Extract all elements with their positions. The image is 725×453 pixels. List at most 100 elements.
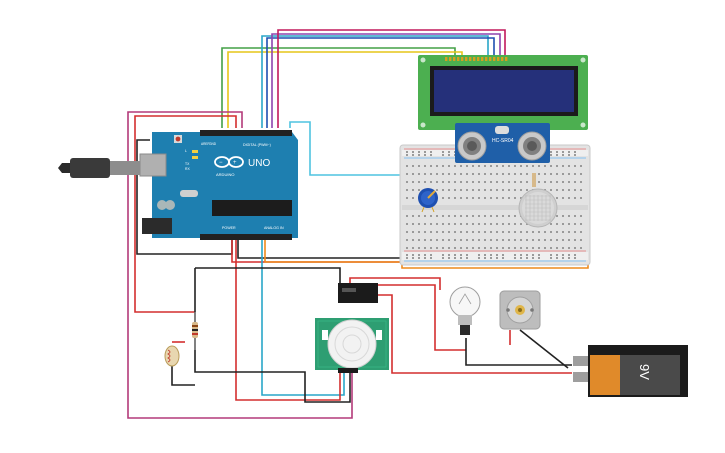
breadboard-hole <box>460 231 462 233</box>
breadboard-rail-hole <box>412 257 414 259</box>
breadboard-hole <box>514 247 516 249</box>
breadboard-rail-hole <box>442 154 444 156</box>
breadboard-hole <box>436 189 438 191</box>
gas-sensor-icon[interactable] <box>518 188 558 228</box>
arduino-rx-label: RX <box>185 167 190 171</box>
arduino-power-header: POWER <box>222 226 236 230</box>
breadboard-hole <box>484 215 486 217</box>
breadboard-hole <box>406 231 408 233</box>
breadboard-hole <box>496 181 498 183</box>
breadboard-hole <box>448 223 450 225</box>
breadboard-hole <box>574 197 576 199</box>
breadboard-hole <box>520 239 522 241</box>
breadboard-hole <box>430 181 432 183</box>
breadboard-hole <box>544 165 546 167</box>
breadboard-rail-hole <box>412 254 414 256</box>
breadboard-hole <box>550 173 552 175</box>
breadboard-hole <box>556 239 558 241</box>
breadboard-hole <box>514 165 516 167</box>
wire-black-motor <box>519 329 569 369</box>
breadboard-hole <box>466 189 468 191</box>
breadboard-hole <box>574 223 576 225</box>
breadboard-rail-hole <box>424 254 426 256</box>
breadboard-hole <box>562 239 564 241</box>
breadboard-hole <box>418 247 420 249</box>
wire-magenta-lcd <box>277 29 506 128</box>
photoresistor-icon[interactable] <box>164 345 180 367</box>
breadboard-hole <box>460 181 462 183</box>
breadboard-hole <box>526 165 528 167</box>
breadboard-hole <box>580 231 582 233</box>
breadboard-rail-hole <box>442 257 444 259</box>
breadboard-rail-hole <box>562 151 564 153</box>
breadboard-hole <box>472 215 474 217</box>
breadboard-hole <box>418 189 420 191</box>
breadboard-hole <box>580 181 582 183</box>
breadboard-hole <box>412 173 414 175</box>
relay-icon[interactable] <box>338 283 378 303</box>
breadboard-hole <box>442 189 444 191</box>
breadboard-hole <box>418 173 420 175</box>
breadboard-rail-hole <box>412 151 414 153</box>
breadboard-rail-hole <box>424 151 426 153</box>
ultrasonic-label: HC-SR04 <box>492 138 514 144</box>
power-jack <box>142 218 172 234</box>
breadboard-rail-hole <box>574 154 576 156</box>
breadboard-rail-hole <box>430 151 432 153</box>
arduino-uno[interactable]: − + UNO ARDUINO DIGITAL (PWM~) POWER ANA… <box>139 130 298 240</box>
breadboard-hole <box>496 223 498 225</box>
breadboard-rail-hole <box>520 254 522 256</box>
breadboard-hole <box>454 173 456 175</box>
breadboard-hole <box>538 231 540 233</box>
breadboard-hole <box>412 239 414 241</box>
light-bulb-icon[interactable] <box>449 286 481 335</box>
breadboard-holes <box>406 151 582 259</box>
breadboard-hole <box>508 247 510 249</box>
breadboard-hole <box>442 181 444 183</box>
breadboard-rail-hole <box>430 154 432 156</box>
pir-sensor[interactable] <box>315 318 389 373</box>
breadboard-hole <box>496 247 498 249</box>
breadboard-hole <box>484 223 486 225</box>
breadboard-hole <box>436 247 438 249</box>
breadboard-rail-hole <box>568 254 570 256</box>
breadboard-hole <box>574 239 576 241</box>
breadboard-hole <box>406 181 408 183</box>
lcd-display[interactable] <box>418 55 588 130</box>
breadboard-hole <box>466 223 468 225</box>
breadboard-hole <box>514 231 516 233</box>
breadboard-hole <box>460 173 462 175</box>
breadboard-hole <box>526 181 528 183</box>
breadboard-hole <box>520 165 522 167</box>
breadboard-hole <box>460 165 462 167</box>
breadboard-hole <box>454 197 456 199</box>
breadboard-hole <box>484 165 486 167</box>
breadboard-rail-hole <box>442 151 444 153</box>
breadboard-hole <box>448 197 450 199</box>
breadboard-hole <box>538 173 540 175</box>
potentiometer-icon[interactable] <box>418 188 438 213</box>
breadboard-hole <box>580 239 582 241</box>
breadboard-hole <box>544 181 546 183</box>
breadboard-hole <box>466 247 468 249</box>
breadboard-hole <box>580 215 582 217</box>
wire-black-bulb <box>465 338 572 366</box>
breadboard-hole <box>568 215 570 217</box>
breadboard-hole <box>550 247 552 249</box>
breadboard-hole <box>568 231 570 233</box>
breadboard-rail-hole <box>448 154 450 156</box>
breadboard-rail-hole <box>568 154 570 156</box>
breadboard-hole <box>406 165 408 167</box>
breadboard-rail-hole <box>406 154 408 156</box>
dc-motor-icon[interactable] <box>499 290 541 330</box>
breadboard-hole <box>460 215 462 217</box>
battery-9v[interactable]: 9V <box>573 345 688 397</box>
breadboard-hole <box>496 215 498 217</box>
breadboard-hole <box>484 231 486 233</box>
breadboard-hole <box>568 223 570 225</box>
ultrasonic-sensor[interactable]: HC-SR04 <box>455 123 550 163</box>
breadboard-hole <box>436 231 438 233</box>
breadboard-hole <box>442 247 444 249</box>
breadboard-hole <box>472 181 474 183</box>
lcd-pin <box>493 57 496 61</box>
